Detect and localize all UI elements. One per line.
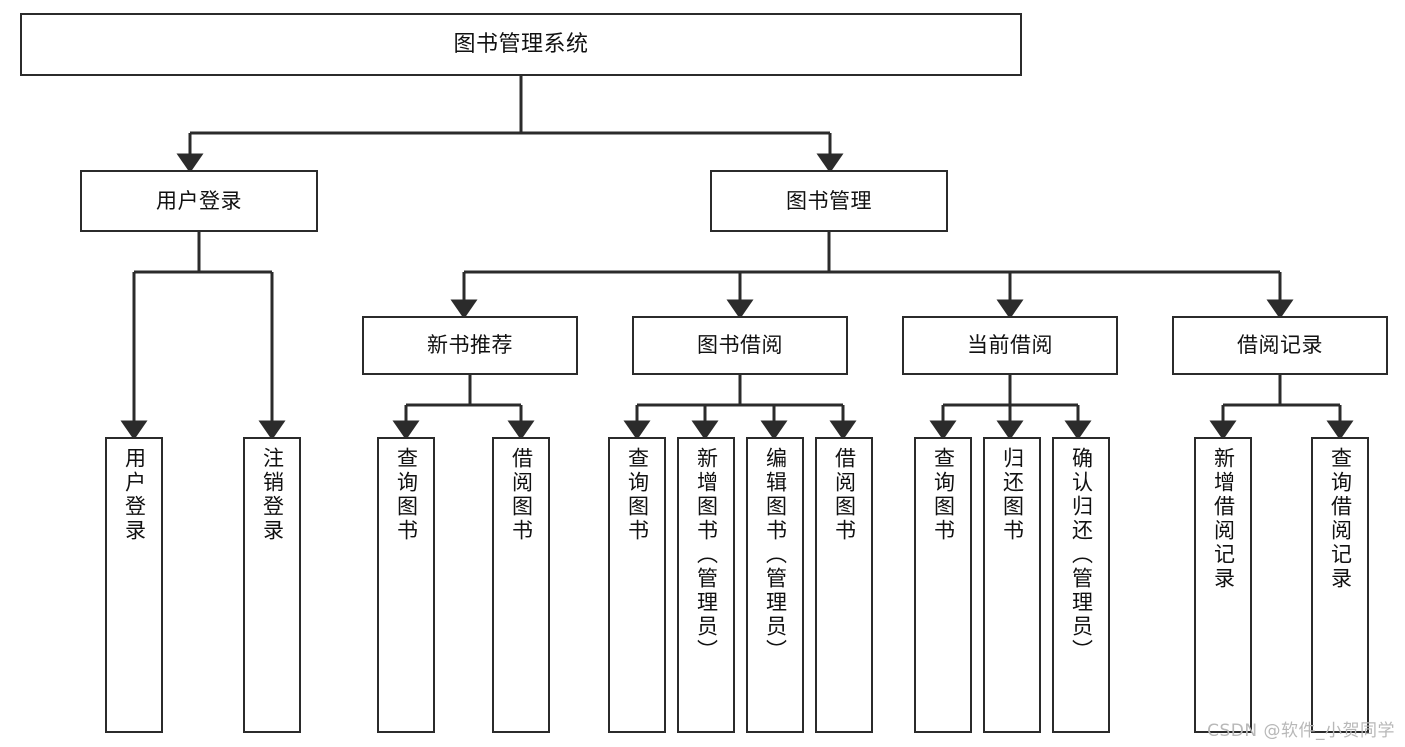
node-leaf-confirm-return[interactable]: 确认归还（管理员） [1052,437,1110,733]
node-leaf-user-logout[interactable]: 注销登录 [243,437,301,733]
node-leaf-add-book[interactable]: 新增图书（管理员） [677,437,735,733]
node-book-borrow[interactable]: 图书借阅 [632,316,848,375]
node-leaf-query-book-1-label: 查询图书 [394,447,419,543]
node-leaf-return-book[interactable]: 归还图书 [983,437,1041,733]
node-borrow-record-label: 借阅记录 [1237,333,1323,358]
node-leaf-borrow-book-1[interactable]: 借阅图书 [492,437,550,733]
node-leaf-user-logout-label: 注销登录 [260,447,285,543]
node-leaf-query-book-2[interactable]: 查询图书 [608,437,666,733]
node-leaf-user-login-label: 用户登录 [122,447,147,543]
node-leaf-query-book-1[interactable]: 查询图书 [377,437,435,733]
node-user-login[interactable]: 用户登录 [80,170,318,232]
node-book-manage-label: 图书管理 [786,188,872,213]
node-current-borrow[interactable]: 当前借阅 [902,316,1118,375]
node-leaf-borrow-book-2[interactable]: 借阅图书 [815,437,873,733]
node-leaf-query-book-3-label: 查询图书 [931,447,956,543]
node-root[interactable]: 图书管理系统 [20,13,1022,76]
node-borrow-record[interactable]: 借阅记录 [1172,316,1388,375]
node-current-borrow-label: 当前借阅 [967,333,1053,358]
watermark-text: CSDN @软件_小贺同学 [1207,721,1395,741]
node-leaf-borrow-book-2-label: 借阅图书 [832,447,857,543]
node-leaf-edit-book-label: 编辑图书（管理员） [763,447,788,663]
node-user-login-label: 用户登录 [156,188,242,213]
node-leaf-query-book-3[interactable]: 查询图书 [914,437,972,733]
node-new-book-recommend[interactable]: 新书推荐 [362,316,578,375]
node-leaf-borrow-book-1-label: 借阅图书 [509,447,534,543]
node-leaf-edit-book[interactable]: 编辑图书（管理员） [746,437,804,733]
node-leaf-add-record[interactable]: 新增借阅记录 [1194,437,1252,733]
node-book-borrow-label: 图书借阅 [697,333,783,358]
node-leaf-query-record[interactable]: 查询借阅记录 [1311,437,1369,733]
node-leaf-confirm-return-label: 确认归还（管理员） [1069,447,1094,663]
node-book-manage[interactable]: 图书管理 [710,170,948,232]
node-leaf-user-login[interactable]: 用户登录 [105,437,163,733]
node-leaf-add-book-label: 新增图书（管理员） [694,447,719,663]
node-leaf-query-book-2-label: 查询图书 [625,447,650,543]
node-leaf-add-record-label: 新增借阅记录 [1211,447,1236,591]
node-new-book-recommend-label: 新书推荐 [427,333,513,358]
node-root-label: 图书管理系统 [453,31,589,57]
node-leaf-return-book-label: 归还图书 [1000,447,1025,543]
node-leaf-query-record-label: 查询借阅记录 [1328,447,1353,591]
